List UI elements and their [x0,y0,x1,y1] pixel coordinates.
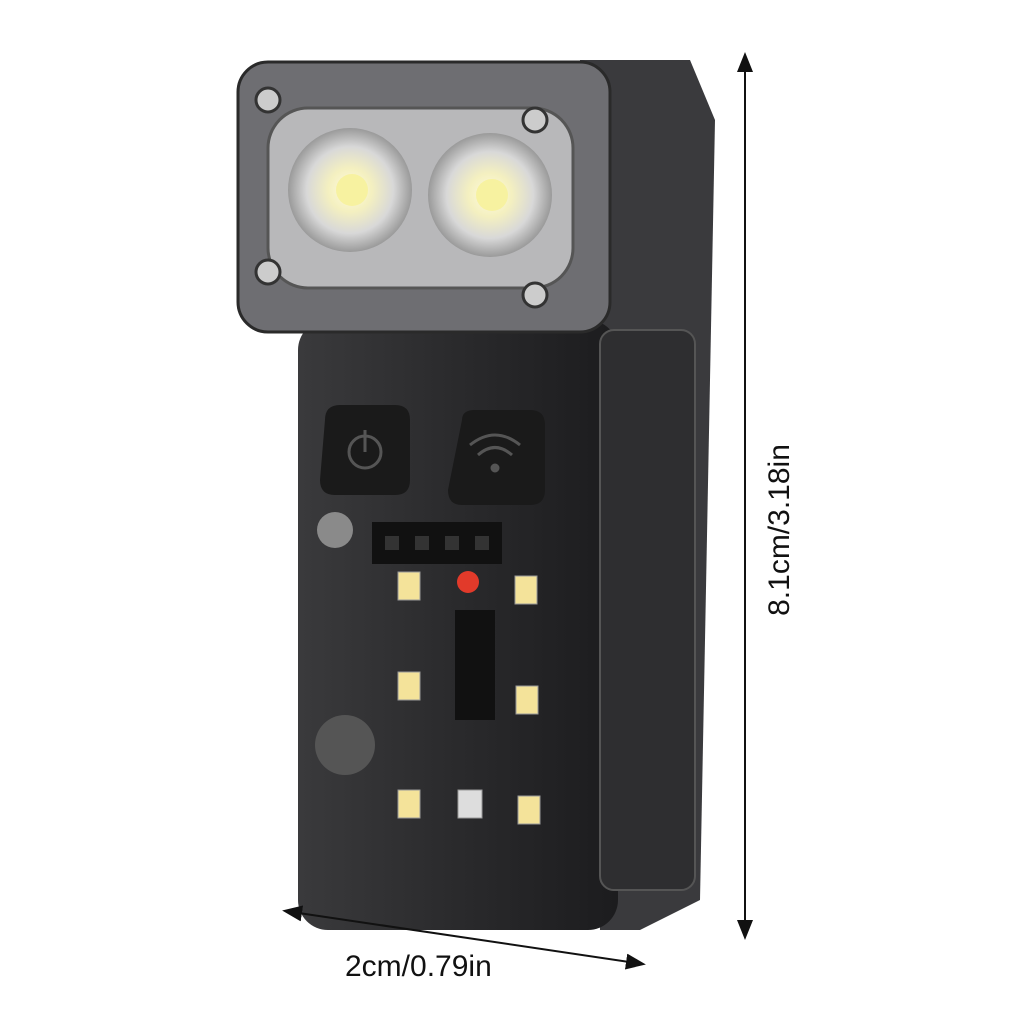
wireless-icon [469,433,521,473]
led-chip-right [476,179,508,211]
indicator-light [317,512,353,548]
height-dimension-label: 8.1cm/3.18in [763,444,796,616]
led-chip-left [336,174,368,206]
smd-leds [397,571,541,825]
head-screws [254,86,549,309]
side-clip [599,329,696,891]
side-switch[interactable] [315,715,375,775]
width-dimension-label: 2cm/0.79in [345,950,492,983]
width-arrow [282,905,646,970]
chip [455,610,495,720]
mode-button[interactable] [448,410,545,505]
